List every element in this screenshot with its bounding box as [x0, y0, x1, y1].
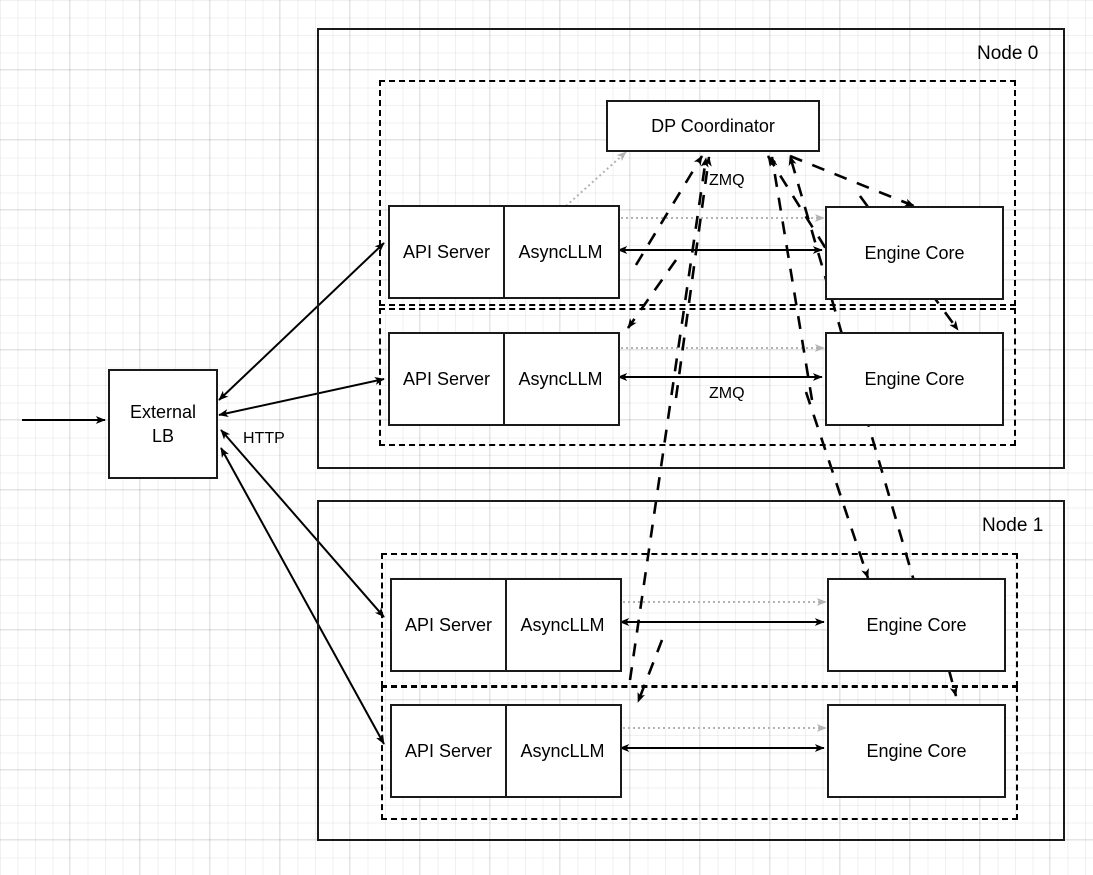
- edge-dotted-async-to-coordinator: [565, 151, 627, 207]
- dp-coordinator-label: DP Coordinator: [651, 115, 775, 136]
- edge-coordinator-node1-row1-up: [628, 157, 709, 681]
- api-server-label: API Server: [402, 368, 491, 389]
- node-1-row-2-api-unit[interactable]: API Server AsyncLLM: [390, 704, 622, 798]
- engine-core-label: Engine Core: [866, 614, 967, 635]
- asyncllm-label: AsyncLLM: [520, 614, 605, 635]
- node-0-container: [317, 28, 1065, 469]
- api-server-label: API Server: [404, 740, 493, 761]
- node-1-row-1-asyncllm-cell[interactable]: AsyncLLM: [507, 580, 618, 670]
- engine-core-label: Engine Core: [866, 740, 967, 761]
- http-edge-label: HTTP: [243, 430, 285, 447]
- node-1-row-2-api-server-cell[interactable]: API Server: [392, 706, 507, 796]
- dp-coordinator-box[interactable]: DP Coordinator: [606, 100, 820, 152]
- node-1-row-1-api-server-cell[interactable]: API Server: [392, 580, 507, 670]
- edge-coordinator-node0-row2-engine: [769, 156, 814, 401]
- engine-core-label: Engine Core: [864, 368, 965, 389]
- node-0-label: Node 0: [977, 43, 1039, 64]
- node-0-row-1-asyncllm-cell[interactable]: AsyncLLM: [505, 207, 616, 297]
- node-1-row-2-asyncllm-cell[interactable]: AsyncLLM: [507, 706, 618, 796]
- node-0-row-2-engine-core[interactable]: Engine Core: [825, 332, 1004, 426]
- node-0-row-2-group: [379, 308, 1016, 446]
- node-1-label: Node 1: [982, 515, 1044, 536]
- node-0-row-1-engine-core[interactable]: Engine Core: [825, 206, 1004, 300]
- node-1-container: [317, 500, 1065, 841]
- node-0-row-1-api-server-cell[interactable]: API Server: [390, 207, 505, 297]
- api-server-label: API Server: [402, 241, 491, 262]
- node-0-row-2-api-unit[interactable]: API Server AsyncLLM: [388, 332, 620, 426]
- engine-core-label: Engine Core: [864, 242, 965, 263]
- edge-coordinator-node0-row1-up: [634, 155, 704, 266]
- node-1-row-2-engine-core[interactable]: Engine Core: [827, 704, 1006, 798]
- external-lb-label-line1: External: [129, 401, 197, 422]
- external-lb-label-line2: LB: [151, 426, 174, 446]
- node-0-row-2-asyncllm-cell[interactable]: AsyncLLM: [505, 334, 616, 424]
- node-0-row-2-api-server-cell[interactable]: API Server: [390, 334, 505, 424]
- edge-coordinator-to-node1-engine1: [804, 391, 870, 579]
- zmq-label-node-0-top: ZMQ: [709, 172, 745, 189]
- node-0-row-1-group: [379, 80, 1016, 306]
- edge-lb-node0-row2: [218, 377, 385, 417]
- node-1-row-1-api-unit[interactable]: API Server AsyncLLM: [390, 578, 622, 672]
- asyncllm-label: AsyncLLM: [518, 241, 603, 262]
- external-lb-box[interactable]: External LB: [108, 369, 218, 479]
- node-1-row-1-engine-core[interactable]: Engine Core: [827, 578, 1006, 672]
- node-1-row-2-group: [381, 686, 1018, 820]
- edge-coordinator-node0-row2-up: [674, 156, 712, 399]
- edge-coordinator-to-node1-async2: [636, 639, 664, 703]
- asyncllm-label: AsyncLLM: [520, 740, 605, 761]
- api-server-label: API Server: [404, 614, 493, 635]
- node-0-row-1-api-unit[interactable]: API Server AsyncLLM: [388, 205, 620, 299]
- edge-lb-node0-row1: [218, 242, 385, 401]
- asyncllm-label: AsyncLLM: [518, 368, 603, 389]
- edge-lb-node1-row2: [220, 447, 385, 745]
- zmq-label-node-0-row-2: ZMQ: [709, 385, 745, 402]
